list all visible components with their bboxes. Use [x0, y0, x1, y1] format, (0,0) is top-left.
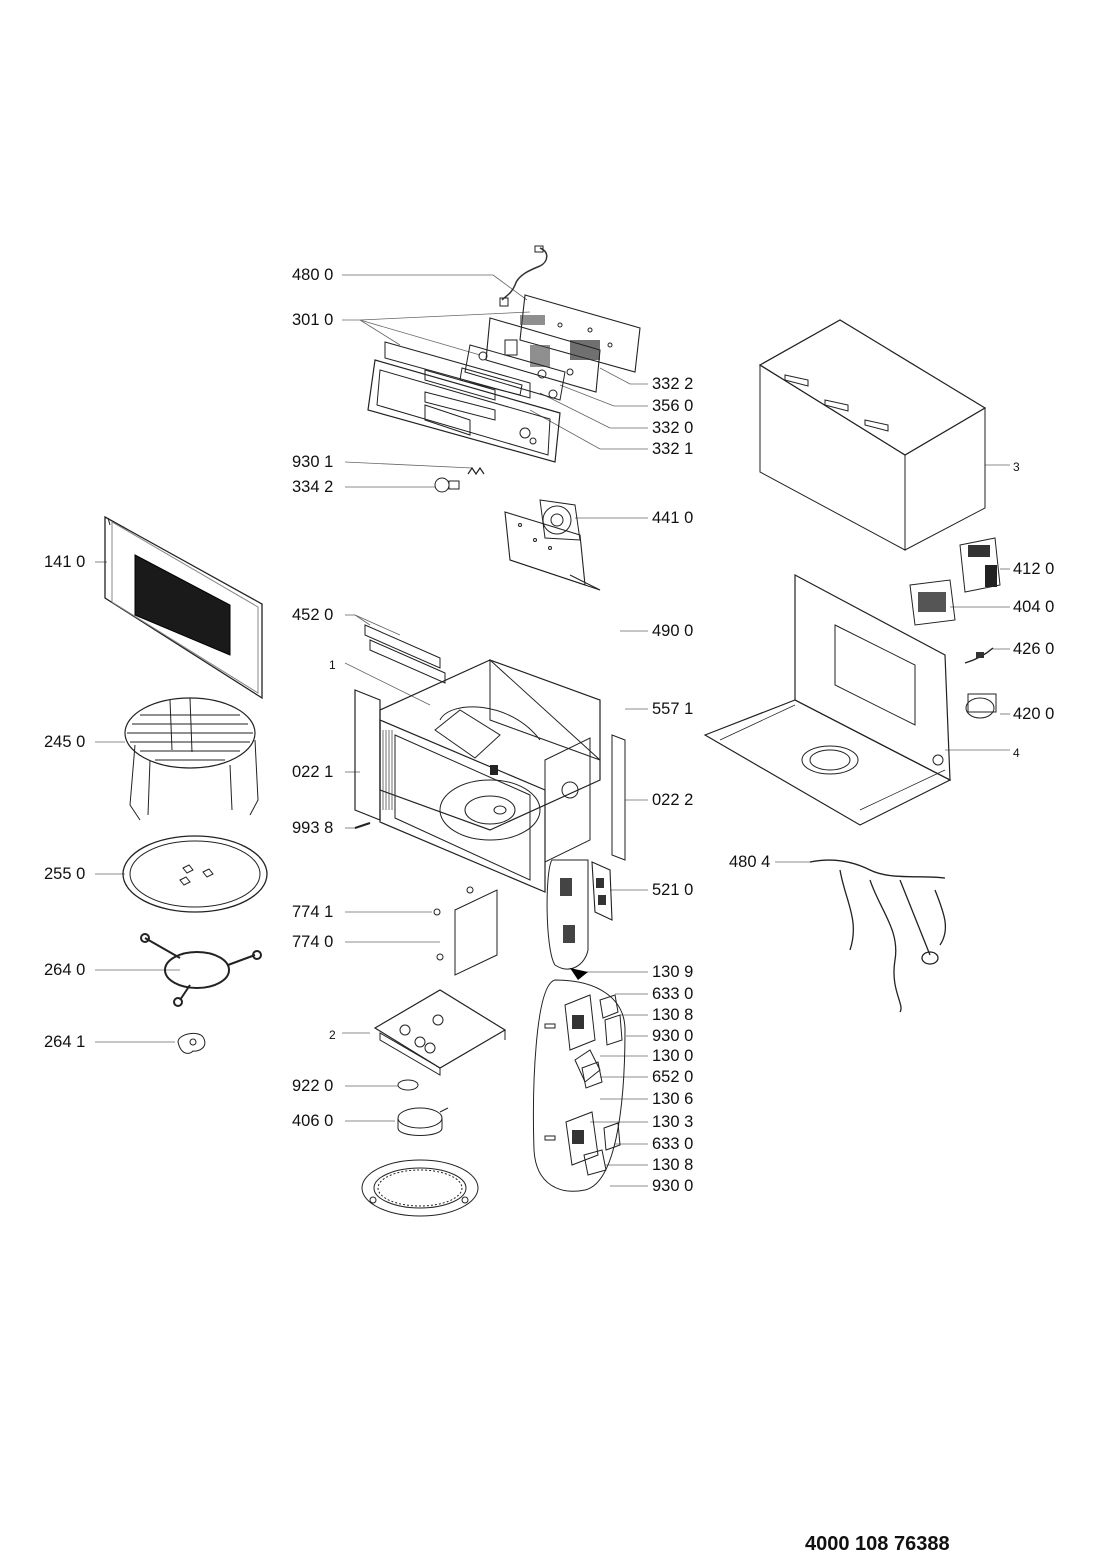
label-774-0: 774 0	[292, 933, 334, 951]
bottom-plate	[373, 989, 507, 1076]
fuse-wire	[964, 647, 994, 664]
coupler	[177, 1032, 206, 1054]
leader-lines	[95, 274, 1010, 1187]
label-521-0: 521 0	[652, 881, 694, 899]
label-022-2: 022 2	[652, 791, 694, 809]
label-332-0: 332 0	[652, 419, 694, 437]
label-3: 3	[1013, 460, 1020, 474]
label-255-0: 255 0	[44, 865, 86, 883]
label-301-0: 301 0	[292, 311, 334, 329]
label-452-0: 452 0	[292, 606, 334, 624]
label-245-0: 245 0	[44, 733, 86, 751]
oven-door	[104, 515, 263, 700]
label-334-2: 334 2	[292, 478, 334, 496]
roller-ring	[140, 933, 262, 1007]
magnetron	[909, 579, 956, 626]
label-1: 1	[329, 658, 336, 672]
document-number: 4000 108 76388	[805, 1533, 950, 1555]
label-264-1: 264 1	[44, 1033, 86, 1051]
label-420-0: 420 0	[1013, 705, 1055, 723]
label-141-0: 141 0	[44, 553, 86, 571]
label-922-0: 922 0	[292, 1077, 334, 1095]
base-ring	[361, 1159, 479, 1217]
switch-detail	[532, 979, 626, 1192]
label-264-0: 264 0	[44, 961, 86, 979]
label-332-2: 332 2	[652, 375, 694, 393]
turntable-motor	[397, 1079, 449, 1136]
label-356-0: 356 0	[652, 397, 694, 415]
label-404-0: 404 0	[1013, 598, 1055, 616]
label-4: 4	[1013, 746, 1020, 760]
label-930-0-a: 930 0	[652, 1027, 694, 1045]
label-633-0-b: 633 0	[652, 1135, 694, 1153]
interlock-board	[546, 859, 613, 980]
label-426-0: 426 0	[1013, 640, 1055, 658]
label-412-0: 412 0	[1013, 560, 1055, 578]
label-557-1: 557 1	[652, 700, 694, 718]
transformer	[959, 537, 1001, 593]
label-406-0: 406 0	[292, 1112, 334, 1130]
label-480-4: 480 4	[729, 853, 771, 871]
control-panel-assembly	[367, 245, 641, 493]
label-130-8-a: 130 8	[652, 1006, 694, 1024]
base-chassis	[703, 574, 952, 826]
label-130-6: 130 6	[652, 1090, 694, 1108]
label-130-3: 130 3	[652, 1113, 694, 1131]
outer-cabinet	[758, 319, 987, 551]
main-cavity	[354, 624, 626, 893]
label-480-0: 480 0	[292, 266, 334, 284]
label-441-0: 441 0	[652, 509, 694, 527]
capacitor	[965, 693, 997, 719]
glass-plate	[122, 835, 268, 913]
label-332-1: 332 1	[652, 440, 694, 458]
label-130-0: 130 0	[652, 1047, 694, 1065]
hinge-plate	[433, 886, 498, 976]
label-652-0: 652 0	[652, 1068, 694, 1086]
knob-icon	[434, 477, 460, 493]
label-130-8-b: 130 8	[652, 1156, 694, 1174]
wiring-harness	[809, 859, 947, 1013]
label-930-0-b: 930 0	[652, 1177, 694, 1195]
label-490-0: 490 0	[652, 622, 694, 640]
label-022-1: 022 1	[292, 763, 334, 781]
label-930-1: 930 1	[292, 453, 334, 471]
label-130-9: 130 9	[652, 963, 694, 981]
spring-icon	[467, 466, 485, 476]
label-2: 2	[329, 1028, 336, 1042]
label-993-8: 993 8	[292, 819, 334, 837]
fan-bracket	[504, 499, 601, 591]
label-633-0-a: 633 0	[652, 985, 694, 1003]
wire-rack	[124, 697, 259, 821]
label-774-1: 774 1	[292, 903, 334, 921]
